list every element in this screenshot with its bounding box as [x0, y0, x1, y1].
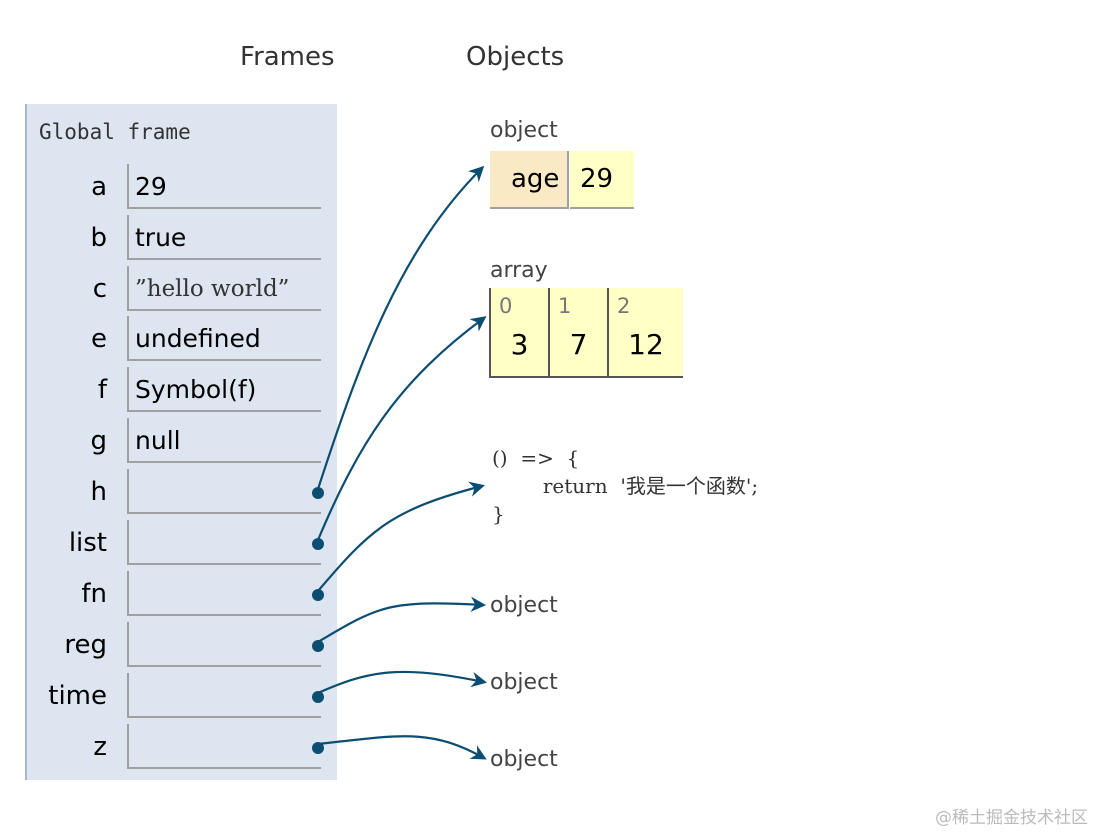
variable-value-box — [127, 622, 321, 667]
array-index: 1 — [558, 294, 572, 318]
variable-row-z: z — [27, 724, 339, 772]
reg-object-label: object — [490, 593, 558, 618]
pointer-dot — [312, 538, 324, 550]
object-key: age — [511, 164, 560, 194]
variable-name: b — [90, 223, 107, 253]
variable-name: c — [92, 274, 107, 304]
variable-value: ”hello world” — [135, 276, 290, 302]
variable-row-time: time — [27, 673, 339, 721]
array-type-label: array — [490, 258, 548, 283]
variable-row-e: e undefined — [27, 316, 339, 364]
variable-row-c: c ”hello world” — [27, 266, 339, 314]
variable-row-reg: reg — [27, 622, 339, 670]
function-line: } — [492, 502, 505, 526]
variable-value-box — [127, 469, 321, 514]
variable-name: a — [91, 172, 107, 202]
variable-value-box — [127, 520, 321, 565]
variable-row-b: b true — [27, 215, 339, 263]
pointer-arrow-z — [317, 735, 487, 760]
array-cell: 0 3 — [489, 288, 548, 378]
variable-name: g — [90, 426, 107, 456]
array-cell: 1 7 — [548, 288, 607, 378]
object-key-cell: age — [490, 151, 569, 209]
global-frame-title: Global frame — [39, 120, 191, 144]
variable-value-box: ”hello world” — [127, 266, 321, 311]
object-value-cell: 29 — [570, 151, 634, 209]
variable-value-box: 29 — [127, 164, 321, 209]
z-object-label: object — [490, 747, 558, 772]
variable-value-box — [127, 571, 321, 616]
pointer-arrow-fn — [317, 481, 485, 592]
variable-row-h: h — [27, 469, 339, 517]
variable-row-fn: fn — [27, 571, 339, 619]
variable-value-box: undefined — [127, 316, 321, 361]
variable-value: Symbol(f) — [135, 375, 257, 404]
frames-heading: Frames — [240, 42, 335, 72]
pointer-dot — [312, 742, 324, 754]
pointer-arrow-time — [317, 670, 488, 695]
variable-name: fn — [81, 579, 107, 609]
pointer-dot — [312, 487, 324, 499]
variable-name: f — [97, 375, 107, 405]
pointer-dot — [312, 589, 324, 601]
array-value: 7 — [569, 328, 588, 361]
variable-value: null — [135, 426, 181, 455]
variable-value: undefined — [135, 324, 261, 353]
watermark: @稀土掘金技术社区 — [935, 808, 1088, 828]
array-object: 0 3 1 7 2 12 — [489, 288, 683, 378]
variable-value-box: null — [127, 418, 321, 463]
variable-value-box — [127, 724, 321, 769]
variable-value-box: true — [127, 215, 321, 260]
variable-name: time — [48, 681, 107, 711]
pointer-arrow-reg — [317, 596, 487, 643]
variable-value: 29 — [135, 172, 167, 201]
objects-heading: Objects — [466, 42, 565, 72]
variable-name: h — [90, 477, 107, 507]
array-index: 0 — [499, 294, 513, 318]
pointer-dot — [312, 640, 324, 652]
variable-name: z — [93, 732, 107, 762]
array-value: 12 — [628, 328, 664, 361]
variable-row-a: a 29 — [27, 164, 339, 212]
variable-row-f: f Symbol(f) — [27, 367, 339, 415]
variable-name: reg — [64, 630, 107, 660]
variable-name: list — [68, 528, 107, 558]
pointer-dot — [312, 691, 324, 703]
object-value: 29 — [580, 164, 614, 194]
variable-value-box — [127, 673, 321, 718]
variable-name: e — [91, 324, 107, 354]
pointer-arrow-list — [316, 316, 487, 541]
variable-row-g: g null — [27, 418, 339, 466]
variable-value-box: Symbol(f) — [127, 367, 321, 412]
function-object: () => { return '我是一个函数';} — [492, 444, 758, 528]
function-line: return '我是一个函数'; — [492, 474, 759, 498]
variable-row-list: list — [27, 520, 339, 568]
object-type-label: object — [490, 118, 558, 143]
global-frame: Global frame a 29 b true c ”hello world”… — [25, 104, 337, 780]
function-line: () => { — [492, 446, 580, 470]
array-cell: 2 12 — [607, 288, 683, 378]
variable-value: true — [135, 223, 187, 252]
array-index: 2 — [617, 294, 631, 318]
pointer-arrow-h — [316, 165, 485, 490]
time-object-label: object — [490, 670, 558, 695]
array-value: 3 — [510, 328, 529, 361]
